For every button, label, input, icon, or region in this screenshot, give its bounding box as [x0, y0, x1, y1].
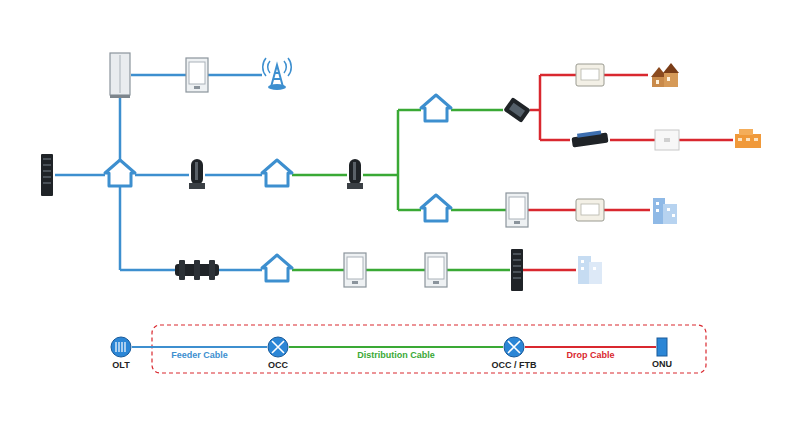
- equipment-icons: [41, 53, 761, 291]
- houses: [651, 63, 679, 87]
- terminal-box: [576, 199, 604, 221]
- office-building: [735, 129, 761, 148]
- legend-frame: [152, 325, 706, 373]
- cable-connector: [289, 346, 503, 348]
- splice-closure: [347, 159, 363, 189]
- rack-stripe: [121, 342, 122, 352]
- central-office: [105, 160, 135, 186]
- cable-label: Feeder Cable: [169, 350, 230, 361]
- legend-symbol-node: OCC / FTB: [490, 336, 539, 371]
- symbol-shape: [503, 336, 525, 358]
- rack-stripe: [115, 342, 116, 352]
- cable-label: Drop Cable: [564, 350, 616, 361]
- legend-symbol-node: OLT: [108, 336, 134, 371]
- apartment-building: [653, 198, 677, 224]
- outdoor-cabinet: [110, 53, 130, 98]
- wall-cabinet: [425, 253, 447, 287]
- cable-label: Distribution Cable: [355, 350, 437, 361]
- symbol-shape: [267, 336, 289, 358]
- splice-closure: [189, 159, 205, 189]
- cross-mark: [272, 341, 284, 353]
- legend-symbol-node: OCC: [265, 336, 291, 371]
- cable-lines: [55, 75, 733, 270]
- rack-stripe: [124, 342, 125, 352]
- symbol-shape: [110, 336, 132, 358]
- occ-house: [262, 160, 292, 186]
- wall-cabinet: [344, 253, 366, 287]
- occ-house: [421, 195, 451, 221]
- symbol-label: OLT: [112, 360, 129, 371]
- terminal-box: [576, 64, 604, 86]
- cell-tower: [263, 58, 292, 90]
- onu-symbol: [657, 338, 667, 356]
- wall-cabinet: [186, 58, 208, 92]
- cross-mark: [508, 341, 520, 353]
- occ-house: [421, 95, 451, 121]
- distribution-cable: [292, 110, 510, 270]
- occ-symbol: [504, 337, 524, 357]
- rack-stripe: [118, 342, 119, 352]
- occ-symbol: [268, 337, 288, 357]
- splice-closure: [503, 97, 530, 123]
- occ-house: [262, 255, 292, 281]
- splice-closure: [571, 130, 608, 147]
- feeder-cable: [55, 75, 262, 270]
- symbol-shape: [656, 337, 668, 357]
- wall-cabinet: [506, 193, 528, 227]
- apartment-building: [578, 256, 602, 284]
- olt-symbol: [111, 337, 131, 357]
- symbol-label: OCC / FTB: [492, 360, 537, 371]
- splice-closure: [175, 260, 219, 280]
- rack: [511, 249, 523, 291]
- legend-symbol-node: ONU: [650, 337, 674, 370]
- olt-rack: [41, 154, 53, 196]
- drop-cable: [523, 75, 733, 270]
- cable-connector: [525, 346, 656, 348]
- symbol-label: ONU: [652, 359, 672, 370]
- wall-outlet: [655, 130, 679, 150]
- symbol-label: OCC: [268, 360, 288, 371]
- cable-connector: [132, 346, 267, 348]
